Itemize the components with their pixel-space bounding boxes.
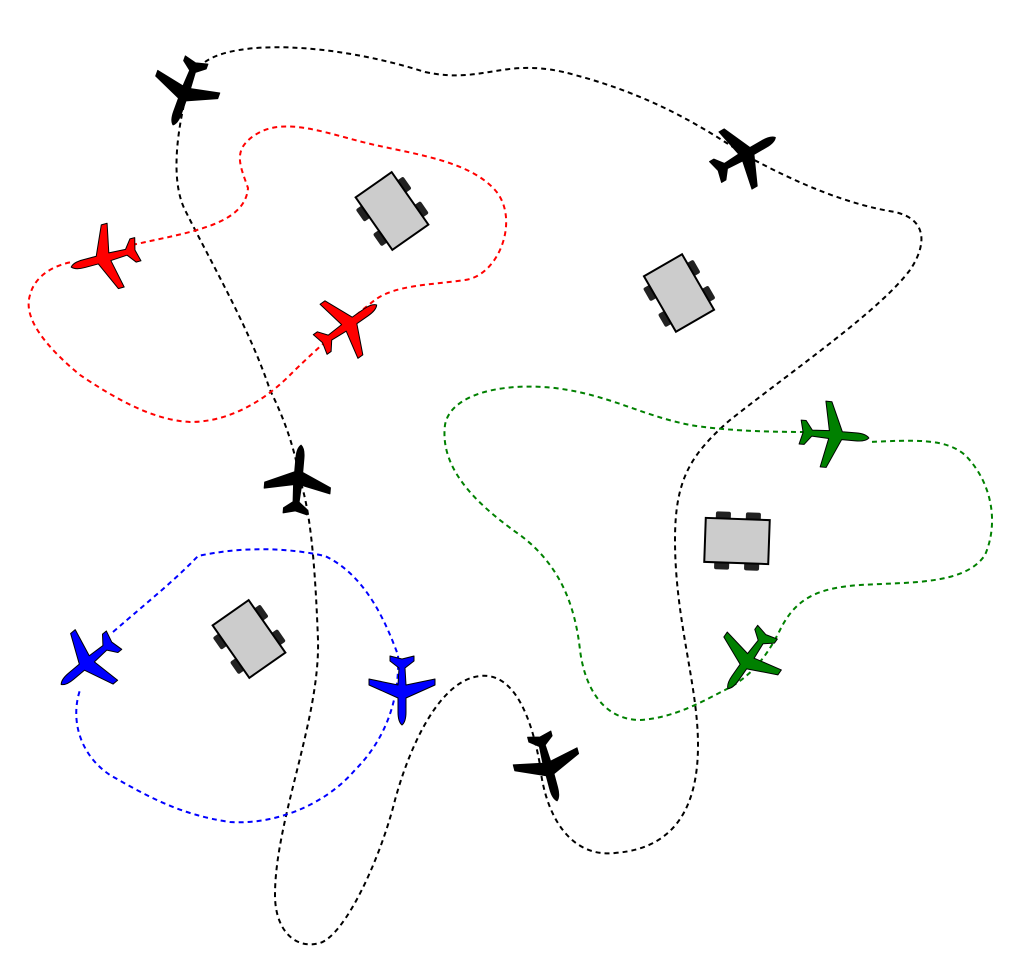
- airplane-icon: [368, 655, 436, 726]
- ground-vehicle-icon: [205, 595, 293, 683]
- airplane-icon: [141, 48, 229, 137]
- airplane-icon: [506, 725, 590, 810]
- green-route: [443, 385, 993, 722]
- ground-vehicle-icon: [703, 509, 771, 573]
- routes-layer: [27, 46, 993, 946]
- blue-route: [75, 548, 400, 824]
- black-route: [175, 46, 923, 946]
- airplane-icon: [39, 614, 136, 711]
- airplane-icon: [261, 441, 335, 518]
- airplane-icon: [796, 398, 873, 472]
- airplane-icon: [62, 216, 147, 300]
- airplanes-layer: [39, 48, 873, 810]
- ground-vehicle-icon: [636, 249, 722, 337]
- airplane-icon: [698, 108, 793, 202]
- ground-vehicle-icon: [348, 167, 436, 255]
- red-route: [27, 125, 508, 424]
- airplane-icon: [700, 612, 796, 709]
- airplane-icon: [300, 277, 397, 373]
